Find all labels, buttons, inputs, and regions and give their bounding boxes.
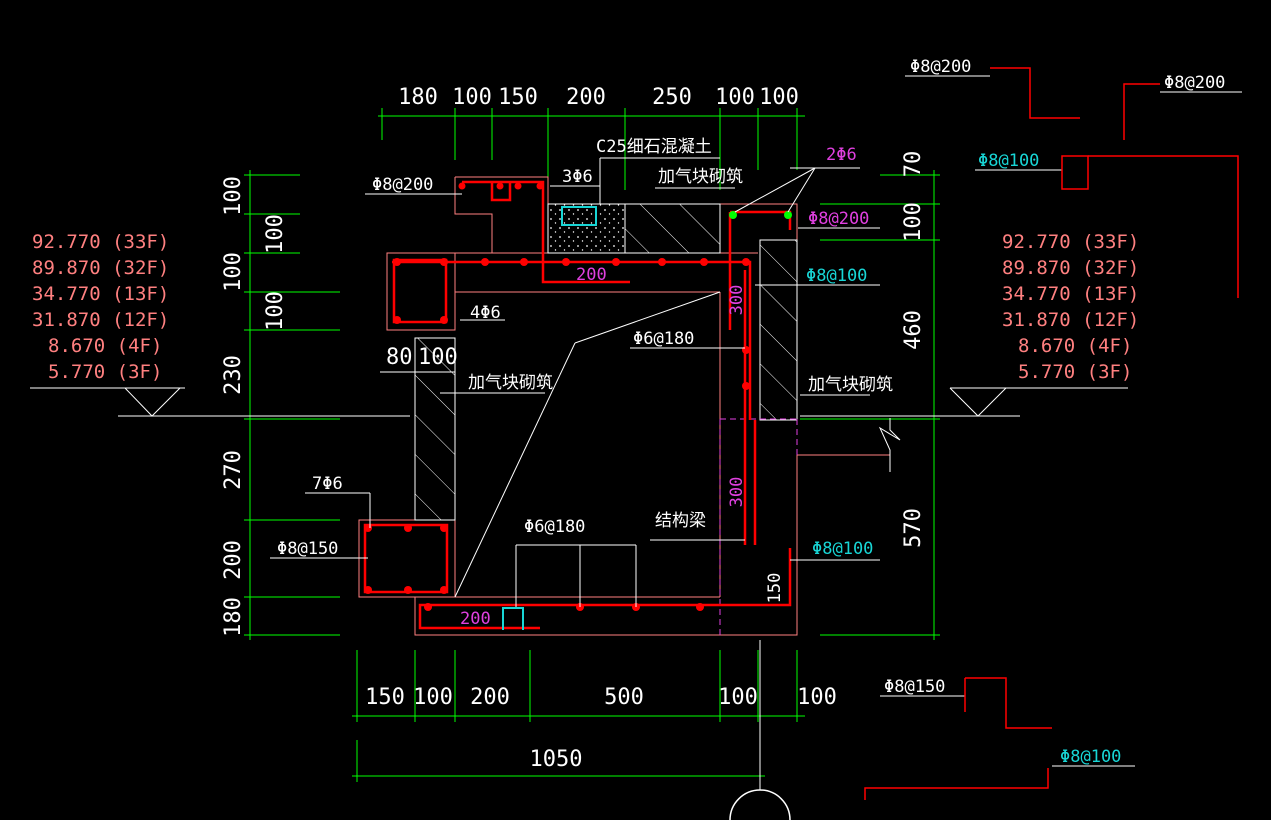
stirrup-detail-5: Φ8@100 bbox=[864, 747, 1135, 800]
left-dim-8: 180 bbox=[221, 597, 246, 637]
cyan-bracket-concrete bbox=[561, 206, 597, 226]
label-stirrup-8-200-right: Φ8@200 bbox=[808, 209, 869, 229]
right-dim-2: 100 bbox=[901, 202, 926, 242]
label-block-wall-top: 加气块砌筑 bbox=[658, 167, 743, 187]
top-dimension-labels: 180 100 150 200 250 100 100 bbox=[398, 85, 799, 110]
detail-2-label: Φ8@200 bbox=[1164, 73, 1225, 93]
elevation-left-6: 5.770 (3F) bbox=[48, 361, 162, 383]
left-dim-1: 100 bbox=[221, 176, 246, 216]
detail-4-label: Φ8@150 bbox=[884, 677, 945, 697]
concrete-fill-area bbox=[547, 203, 626, 254]
label-len-150: 150 bbox=[765, 573, 785, 604]
green-bar-markers bbox=[729, 211, 792, 219]
left-dim-3: 100 bbox=[221, 252, 246, 292]
elevation-left-3: 34.770 (13F) bbox=[32, 283, 169, 305]
top-dim-7: 100 bbox=[759, 85, 799, 110]
label-dim-80: 80 bbox=[386, 345, 413, 370]
label-7phi6: 7Φ6 bbox=[312, 474, 343, 494]
label-stirrup-8-150-left: Φ8@150 bbox=[277, 539, 338, 559]
elevation-left-1: 92.770 (33F) bbox=[32, 231, 169, 253]
label-stirrup-6-180-upper: Φ6@180 bbox=[633, 329, 694, 349]
stirrup-detail-2: Φ8@200 bbox=[1123, 73, 1242, 140]
elevation-left-4: 31.870 (12F) bbox=[32, 309, 169, 331]
label-len-300-lower: 300 bbox=[727, 477, 747, 508]
top-dim-6: 100 bbox=[715, 85, 755, 110]
leader-lines bbox=[270, 157, 880, 607]
bottom-dimension-labels: 150 100 200 500 100 100 1050 bbox=[365, 685, 837, 772]
right-dim-1: 70 bbox=[901, 151, 926, 178]
axis-bubble-partial bbox=[729, 789, 791, 820]
right-dim-4: 570 bbox=[901, 508, 926, 548]
block-wall-left bbox=[414, 337, 456, 521]
label-block-wall-right: 加气块砌筑 bbox=[808, 375, 893, 395]
top-dimension-group bbox=[378, 108, 805, 190]
right-dimension-labels: 70 100 460 570 bbox=[901, 151, 926, 548]
bottom-dim-4: 500 bbox=[604, 685, 644, 710]
label-len-200-top: 200 bbox=[576, 265, 607, 285]
elevation-right-2: 89.870 (32F) bbox=[1002, 257, 1139, 279]
detail-3-label: Φ8@100 bbox=[978, 151, 1039, 171]
elevation-right-6: 5.770 (3F) bbox=[1018, 361, 1132, 383]
elevation-left-group: 92.770 (33F) 89.870 (32F) 34.770 (13F) 3… bbox=[32, 231, 169, 383]
label-stirrup-8-100-lower: Φ8@100 bbox=[812, 539, 873, 559]
magenta-dashed-lines bbox=[719, 418, 798, 635]
label-4phi6: 4Φ6 bbox=[470, 303, 501, 323]
label-dim-100: 100 bbox=[418, 345, 458, 370]
label-2phi6: 2Φ6 bbox=[826, 145, 857, 165]
block-wall-top bbox=[624, 203, 721, 254]
elevation-right-1: 92.770 (33F) bbox=[1002, 231, 1139, 253]
label-structural-beam: 结构梁 bbox=[655, 511, 706, 531]
elevation-right-4: 31.870 (12F) bbox=[1002, 309, 1139, 331]
left-dim-2: 100 bbox=[263, 214, 288, 254]
top-dim-2: 100 bbox=[452, 85, 492, 110]
left-dimension-group bbox=[244, 170, 340, 640]
stirrup-detail-1: Φ8@200 bbox=[905, 57, 1080, 119]
bottom-dim-3: 200 bbox=[470, 685, 510, 710]
left-dimension-labels: 100 100 100 100 230 270 200 180 bbox=[221, 176, 288, 637]
elevation-left-2: 89.870 (32F) bbox=[32, 257, 169, 279]
bottom-dimension-group bbox=[352, 650, 805, 782]
top-dim-1: 180 bbox=[398, 85, 438, 110]
elevation-left-5: 8.670 (4F) bbox=[48, 335, 162, 357]
left-dim-4: 100 bbox=[263, 291, 288, 331]
left-dim-6: 270 bbox=[221, 450, 246, 490]
elevation-right-3: 34.770 (13F) bbox=[1002, 283, 1139, 305]
left-dim-7: 200 bbox=[221, 540, 246, 580]
detail-5-label: Φ8@100 bbox=[1060, 747, 1121, 767]
cyan-bracket-bottom bbox=[502, 607, 524, 630]
block-wall-right bbox=[759, 239, 798, 421]
label-len-200-bottom: 200 bbox=[460, 609, 491, 629]
label-stirrup-8-200-left: Φ8@200 bbox=[372, 175, 433, 195]
bottom-dim-5: 100 bbox=[718, 685, 758, 710]
label-len-300-upper: 300 bbox=[727, 285, 747, 316]
bottom-dim-1: 150 bbox=[365, 685, 405, 710]
label-stirrup-8-100-upper: Φ8@100 bbox=[806, 266, 867, 286]
left-dim-5: 230 bbox=[221, 355, 246, 395]
right-dimension-group bbox=[800, 170, 940, 640]
total-width-dim: 1050 bbox=[530, 747, 583, 772]
label-stirrup-6-180-lower: Φ6@180 bbox=[524, 517, 585, 537]
bottom-dim-6: 100 bbox=[797, 685, 837, 710]
stirrup-detail-4: Φ8@150 bbox=[880, 677, 1052, 729]
label-block-wall-left: 加气块砌筑 bbox=[468, 373, 553, 393]
top-dim-4: 200 bbox=[566, 85, 606, 110]
top-dim-5: 250 bbox=[652, 85, 692, 110]
annotation-labels: C25细石混凝土 3Φ6 加气块砌筑 Φ8@200 2Φ6 Φ8@200 Φ8@… bbox=[277, 137, 893, 629]
stirrup-detail-3: Φ8@100 bbox=[975, 151, 1239, 298]
rebar-dots bbox=[364, 182, 750, 611]
elevation-right-symbol bbox=[800, 387, 1128, 417]
bottom-dim-2: 100 bbox=[413, 685, 453, 710]
elevation-left-symbol bbox=[30, 387, 410, 417]
top-dim-3: 150 bbox=[498, 85, 538, 110]
elevation-right-5: 8.670 (4F) bbox=[1018, 335, 1132, 357]
detail-1-label: Φ8@200 bbox=[910, 57, 971, 77]
break-line-symbol bbox=[878, 418, 901, 472]
right-dim-3: 460 bbox=[901, 310, 926, 350]
label-3phi6: 3Φ6 bbox=[562, 167, 593, 187]
beam-diagonals bbox=[454, 291, 721, 598]
label-concrete-fill: C25细石混凝土 bbox=[596, 137, 712, 157]
elevation-right-group: 92.770 (33F) 89.870 (32F) 34.770 (13F) 3… bbox=[1002, 231, 1139, 383]
